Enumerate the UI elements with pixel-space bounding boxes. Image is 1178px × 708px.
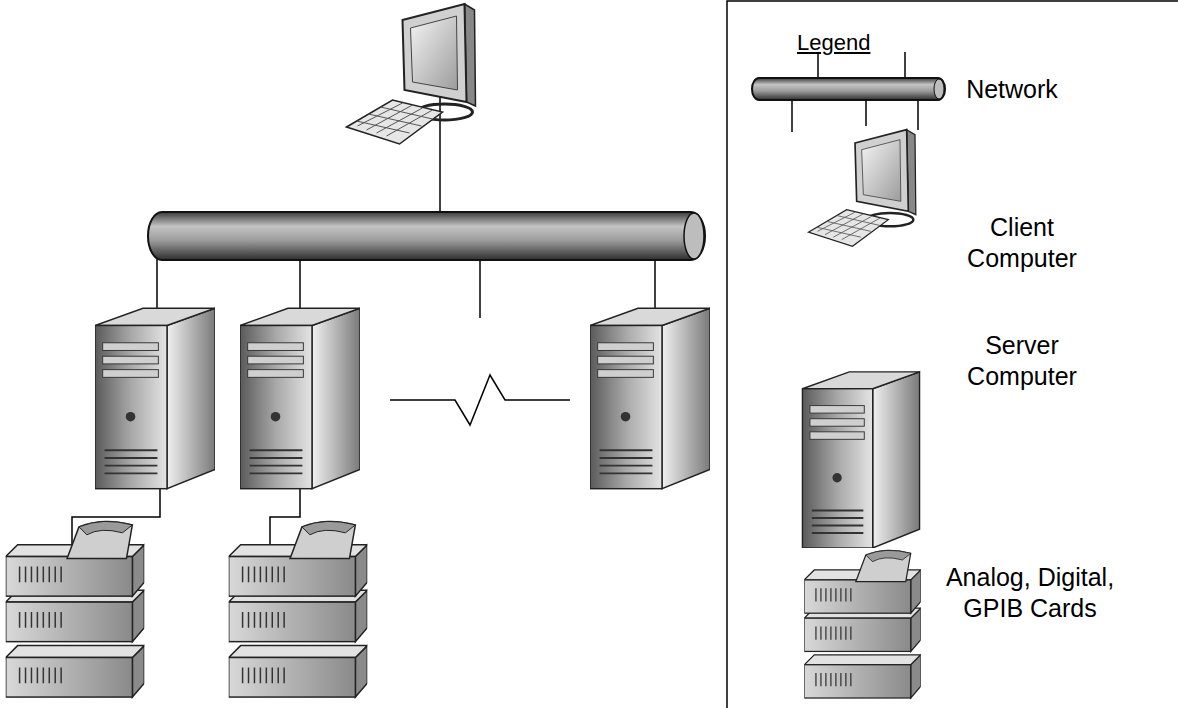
legend-label: Client Computer: [942, 212, 1102, 274]
legend-heading: Legend: [797, 30, 870, 56]
legend-label: Network: [937, 74, 1087, 105]
legend-label: Analog, Digital, GPIB Cards: [925, 562, 1135, 624]
legend-label: Server Computer: [942, 330, 1102, 392]
